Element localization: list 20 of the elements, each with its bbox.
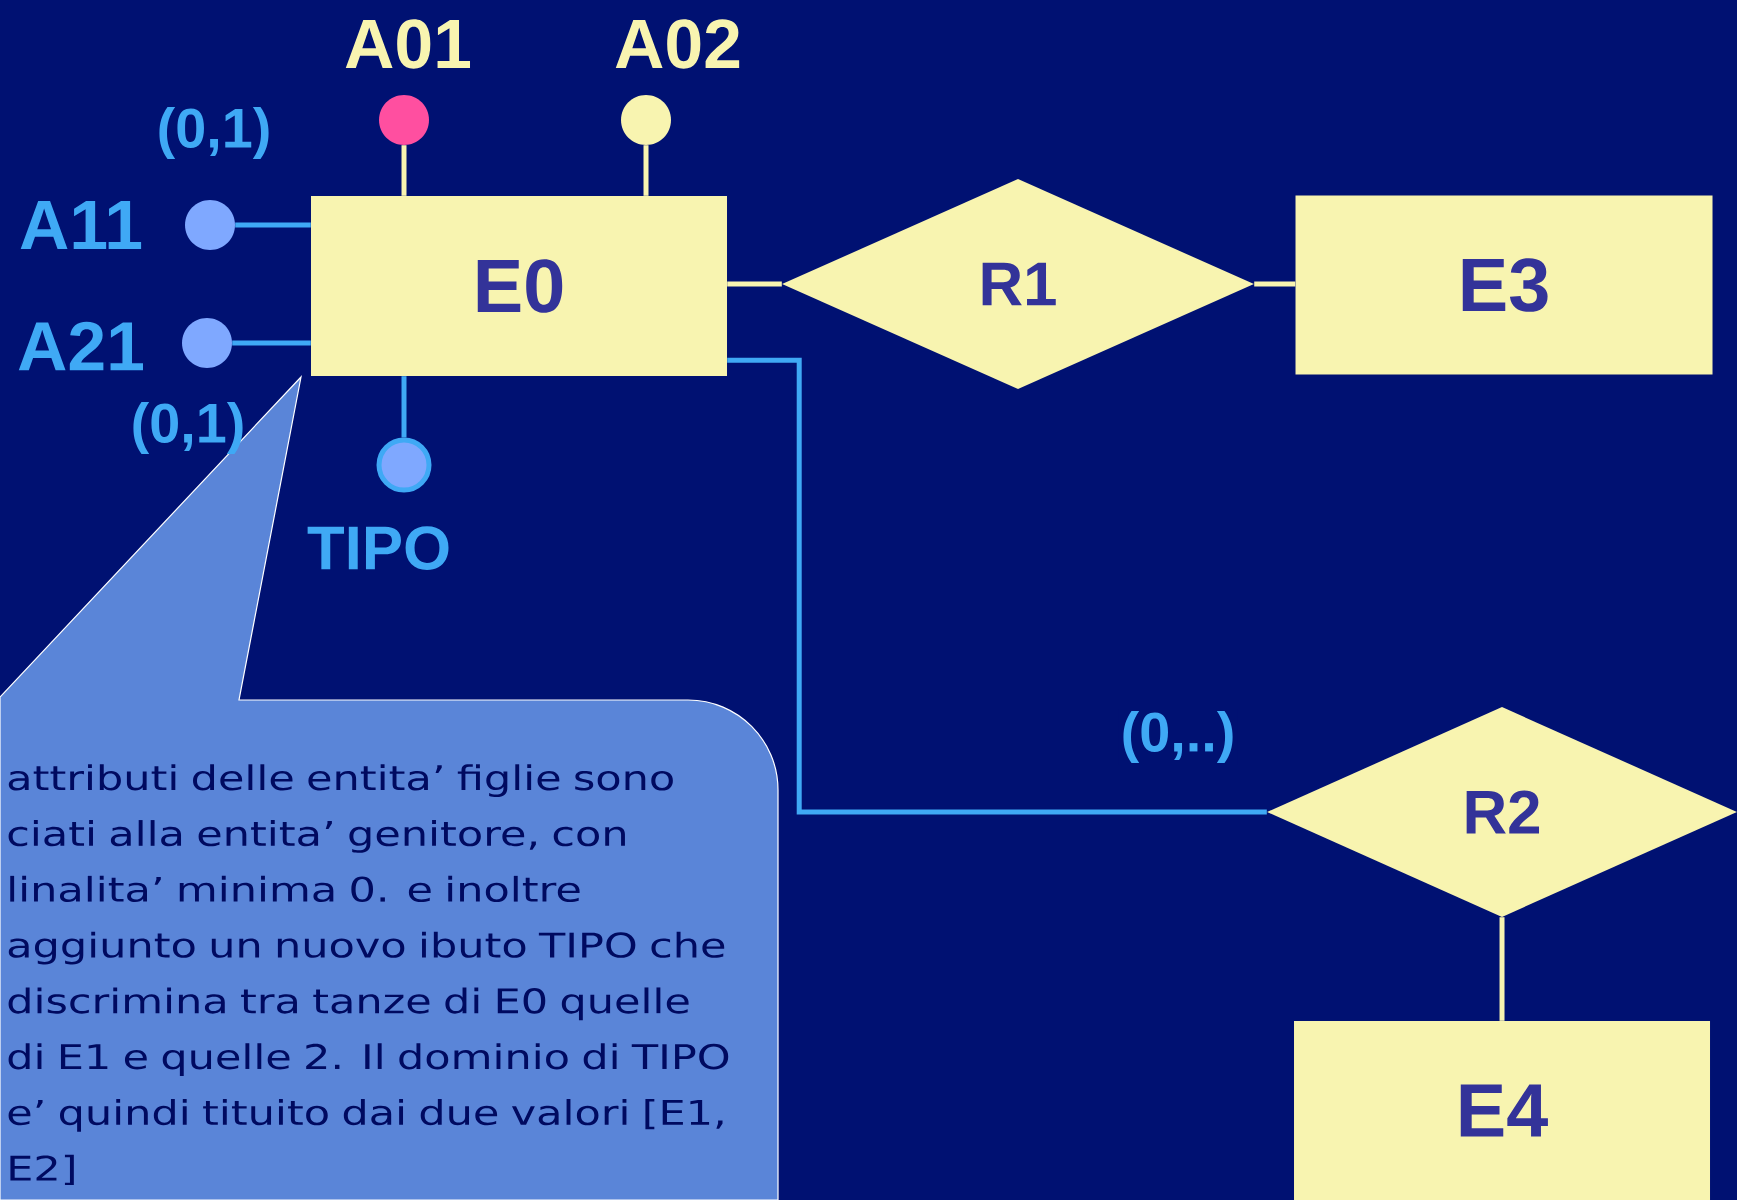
entity-box: E4 (1294, 1021, 1710, 1200)
connector-line (643, 145, 649, 196)
connector-line (1499, 917, 1505, 1021)
attribute-label: TIPO (307, 526, 449, 570)
cardinality-label: (0,..) (1118, 709, 1238, 765)
cardinality-label: (0,1) (133, 402, 243, 454)
connector-line (401, 376, 407, 438)
attribute-label: A11 (20, 201, 142, 249)
connector-line (401, 145, 407, 196)
attribute-label: A21 (18, 321, 143, 371)
connector-line (727, 357, 1267, 815)
connector-line (1254, 281, 1296, 287)
connector-line (727, 281, 782, 287)
entity-box: E0 (311, 196, 727, 376)
cardinality-label: (0,1) (159, 107, 269, 159)
connector-line (235, 222, 311, 228)
attribute-label: A02 (615, 19, 740, 69)
entity-box: E3 (1295, 195, 1713, 375)
attribute-label: A01 (345, 19, 470, 69)
connector-line (232, 340, 311, 346)
